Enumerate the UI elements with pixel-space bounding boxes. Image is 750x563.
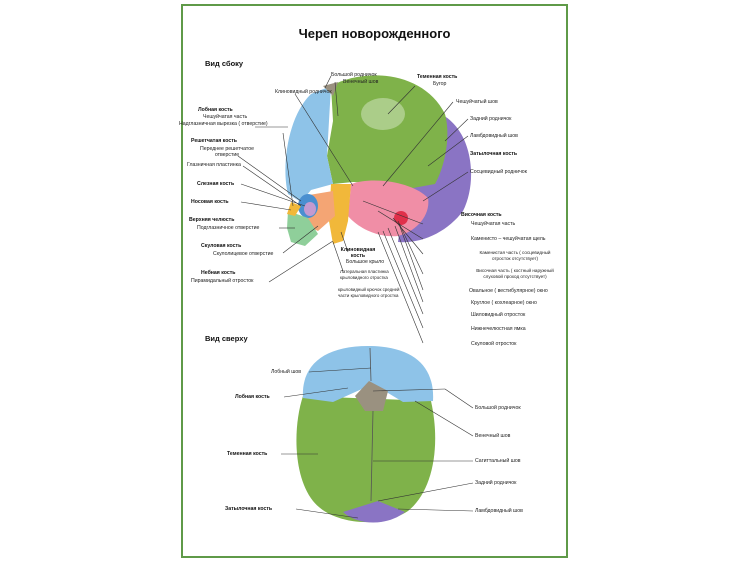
big-fontanelle-top — [355, 381, 388, 411]
parietal-bone-side — [327, 75, 448, 188]
frontal-bone-side — [285, 86, 333, 202]
maxilla-side — [287, 211, 318, 246]
label-mandibular-fossa: Нижнечелюстная ямка — [471, 326, 526, 332]
label-anterior-ethmoid-foramen-line1: Переднее решетчатое — [200, 146, 254, 152]
label-round-window: Круглое ( кохлеарное) окно — [471, 300, 537, 306]
label-temporal-squama: Чешуйчатая часть — [471, 221, 516, 227]
label-ethmoid-bone: Решетчатая кость — [191, 138, 237, 144]
label-palatine-bone: Небная кость — [201, 270, 236, 276]
poster-title: Череп новорожденного — [298, 26, 451, 41]
label-frontal-squama: Чешуйчатая часть — [203, 114, 248, 120]
parietal-bones-top — [296, 396, 436, 523]
label-orbital-plate: Глазничная пластинка — [187, 162, 241, 168]
side-view-skull — [285, 75, 472, 246]
label-top-frontal-bone: Лобная кость — [235, 394, 270, 400]
nasal-bone-side — [287, 202, 301, 216]
label-greater-wing: Большое крыло — [346, 259, 385, 265]
label-zygomatic-bone: Скуловая кость — [201, 243, 242, 249]
label-infraorbital-foramen: Подглазничное отверстие — [197, 225, 260, 231]
label-styloid-process: Шиловидный отросток — [471, 312, 526, 318]
label-sphenoid-bone: Клиновидная кость — [338, 247, 378, 259]
sphenoid-bone-side — [329, 184, 351, 244]
label-pterygoid-hamulus-line1: крыловидный крючок средней — [338, 287, 400, 292]
top-leader-lines — [281, 367, 474, 519]
label-top-coronal-suture: Венечный шов — [475, 433, 511, 439]
label-top-parietal-bone: Теменная кость — [227, 451, 268, 457]
label-petrous-part-line2: отросток отсутствует) — [491, 256, 539, 261]
label-coronal-suture: Венечный шов — [343, 79, 379, 85]
label-top-sagittal-suture: Сагиттальный шов — [475, 458, 521, 464]
label-pterygoid-hamulus: крыловидный крючок средней части крылови… — [338, 287, 399, 299]
label-lambdoid-suture: Ламбдовидный шов — [470, 133, 518, 139]
label-temporal-bone: Височная кость — [461, 212, 502, 218]
top-view-skull — [296, 346, 436, 523]
label-oval-window: Овальное ( вестибулярное) окно — [469, 288, 548, 294]
label-sphenoid-bone-line1: Клиновидная — [340, 247, 376, 253]
label-petrous-part-line1: Каменистая часть ( сосцевидный — [479, 250, 551, 255]
label-sphenoid-fontanelle: Клиновидный родничок — [275, 89, 332, 95]
label-nasal-bone: Носовая кость — [191, 199, 229, 205]
label-frontal-bone: Лобная кость — [198, 107, 233, 113]
label-anterior-ethmoid-foramen: Переднее решетчатое отверстие — [187, 146, 267, 158]
label-sphenoid-bone-line2: кость — [350, 253, 366, 259]
label-top-occipital-bone: Затылочная кость — [225, 506, 273, 512]
occipital-bone-top — [343, 501, 405, 523]
label-petrous-part: Каменистая часть ( сосцевидный отросток … — [465, 250, 565, 262]
label-mastoid-fontanelle: Сосцевидный родничок — [470, 169, 527, 175]
label-top-lambdoid-suture: Ламбдовидный шов — [475, 508, 523, 514]
label-posterior-fontanelle: Задний родничок — [470, 116, 512, 122]
label-petrosquamous-fissure: Каменисто – чешуйчатая щель — [471, 236, 546, 242]
skull-illustrations — [237, 75, 474, 523]
label-maxilla: Верхняя челюсть — [189, 217, 235, 223]
label-anterior-ethmoid-foramen-line2: отверстие — [214, 152, 240, 158]
label-supraorbital-notch: Надглазничная вырезка ( отверстие) — [179, 121, 268, 127]
label-tuber: Бугор — [433, 81, 447, 87]
label-top-big-fontanelle: Большой родничок — [475, 405, 521, 411]
label-tympanic-part-line2: слуховой проход отсутствует) — [483, 274, 547, 279]
poster: Череп новорожденного Вид сбоку Вид сверх… — [179, 4, 568, 558]
label-zygomatic-process: Скуловой отросток — [471, 341, 517, 347]
label-zygomaticofacial-foramen: Скулолицевое отверстие — [213, 251, 274, 257]
label-top-posterior-fontanelle: Задний родничок — [475, 480, 517, 486]
label-parietal-bone: Теменная кость — [417, 74, 458, 80]
temporal-bone-side — [348, 180, 429, 237]
label-lacrimal-bone: Слезная кость — [197, 181, 235, 187]
label-tympanic-part: Височная часть ( костный наружный слухов… — [465, 268, 565, 280]
label-occipital-bone: Затылочная кость — [470, 151, 518, 157]
label-lateral-plate-line2: крыловидного отростка — [340, 275, 388, 280]
label-tympanic-part-line1: Височная часть ( костный наружный — [476, 268, 554, 273]
label-lateral-plate-line1: Латеральная пластинка — [340, 269, 389, 274]
label-pterygoid-hamulus-line2: части крыловидного отростка — [338, 293, 399, 298]
frontal-bones-top — [302, 346, 434, 402]
label-big-fontanelle: Большой родничок — [331, 72, 377, 78]
label-lateral-plate: Латеральная пластинка крыловидного отрос… — [340, 269, 389, 281]
label-squamous-suture: Чешуйчатый шов — [456, 99, 498, 105]
label-top-frontal-suture: Лобный шов — [271, 369, 301, 375]
fontanelle-side — [323, 82, 338, 96]
side-view-heading: Вид сбоку — [205, 59, 244, 68]
top-view-heading: Вид сверху — [205, 334, 248, 343]
side-leader-lines — [237, 75, 469, 344]
label-pyramidal-process: Пирамидальный отросток — [191, 278, 254, 284]
